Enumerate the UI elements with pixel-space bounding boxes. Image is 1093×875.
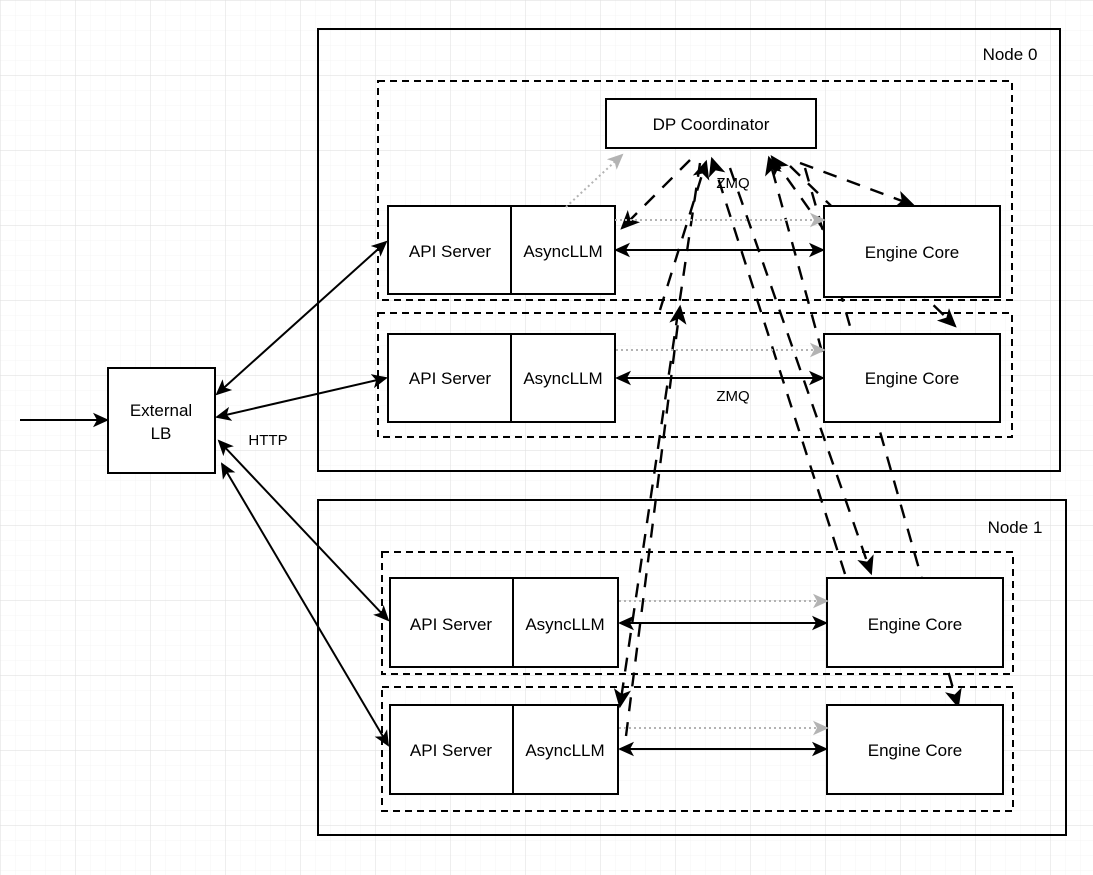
http-edge-node0-rank1 — [215, 374, 388, 421]
zmq-coordinator-edge — [789, 165, 957, 328]
dp-coordinator[interactable]: DP Coordinator — [605, 98, 817, 149]
zmq-label-row2: ZMQ — [716, 388, 749, 405]
http-edge-node0-rank0 — [215, 240, 388, 396]
async-llm-label: AsyncLLM — [525, 615, 604, 634]
zmq-coordinator-edge — [613, 162, 702, 709]
zmq-coordinator-edge — [803, 167, 962, 709]
api-server-label: API Server — [409, 369, 492, 388]
zmq-coordinator-edge — [708, 156, 847, 575]
node-0-rank-1-api-server-box[interactable]: API Server AsyncLLM — [387, 333, 616, 423]
external-lb[interactable]: External LB — [107, 367, 216, 474]
node-0-rank-0-api-server-box[interactable]: API Server AsyncLLM — [387, 205, 616, 295]
node-0-rank-0-engine-core[interactable]: Engine Core — [823, 205, 1001, 298]
zmq-coordinator-edge — [624, 304, 687, 737]
zmq-coordinator-edge — [765, 155, 824, 353]
engine-core-label: Engine Core — [865, 243, 960, 262]
async-llm-label: AsyncLLM — [523, 242, 602, 261]
zmq-label-top: ZMQ — [716, 175, 749, 192]
http-edge-node1-rank1 — [220, 462, 390, 747]
async-llm-label: AsyncLLM — [525, 741, 604, 760]
node-1-rank-0-engine-core[interactable]: Engine Core — [826, 577, 1004, 668]
node-1-label: Node 1 — [988, 518, 1043, 537]
zmq-coordinator-edge — [658, 159, 710, 311]
zmq-coordinator-edge — [799, 161, 916, 208]
node-1-rank-1-engine-core[interactable]: Engine Core — [826, 704, 1004, 795]
zmq-coordinator-edge — [728, 167, 874, 576]
async-llm-label: AsyncLLM — [523, 369, 602, 388]
api-server-label: API Server — [409, 242, 492, 261]
node-1-rank-0-api-server-box[interactable]: API Server AsyncLLM — [389, 577, 619, 668]
node-0-label: Node 0 — [983, 45, 1038, 64]
http-label: HTTP — [248, 432, 287, 449]
node-0-rank-0-group — [377, 80, 1013, 301]
engine-core-label: Engine Core — [865, 369, 960, 388]
node-1-rank-1-group — [381, 686, 1014, 812]
gray-dotted-edge — [565, 153, 624, 208]
external-lb-label-line2: LB — [151, 424, 172, 443]
api-server-label: API Server — [410, 615, 493, 634]
engine-core-label: Engine Core — [868, 741, 963, 760]
external-lb-label-line1: External — [130, 401, 192, 420]
node-0-rank-1-engine-core[interactable]: Engine Core — [823, 333, 1001, 423]
dp-coordinator-label: DP Coordinator — [653, 115, 770, 134]
api-server-label: API Server — [410, 741, 493, 760]
engine-core-label: Engine Core — [868, 615, 963, 634]
zmq-coordinator-edge — [620, 159, 691, 230]
node-1-rank-1-api-server-box[interactable]: API Server AsyncLLM — [389, 704, 619, 795]
http-edge-node1-rank0 — [217, 439, 390, 622]
